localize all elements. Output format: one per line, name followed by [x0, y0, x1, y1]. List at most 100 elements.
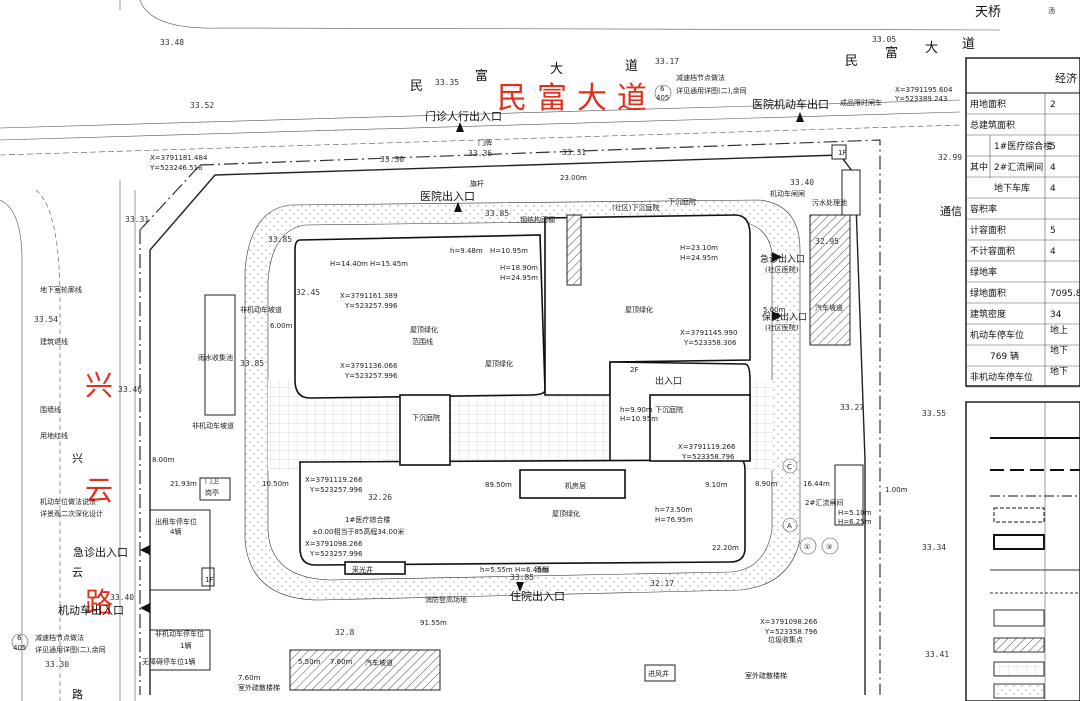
- plan-label: 雨棚: [535, 565, 549, 574]
- plan-label: 污水处理池: [812, 198, 847, 207]
- plan-label: 9.10m: [705, 481, 728, 489]
- north-road: [0, 0, 1001, 156]
- plan-label: 33.34: [922, 543, 946, 552]
- plan-label: H=15.45m: [370, 260, 408, 268]
- plan-label: X=3791136.066: [340, 362, 398, 370]
- table-row-label: 计容面积: [970, 224, 1006, 236]
- plan-label: H=5.10m: [838, 509, 872, 517]
- plan-label: 33.41: [925, 650, 949, 659]
- plan-label: 2F: [630, 366, 638, 374]
- plan-label: Y=523257.996: [309, 550, 363, 558]
- legend-table: [965, 401, 1080, 701]
- plan-label: ①: [804, 543, 810, 551]
- plan-label: 下沉庭院: [655, 405, 683, 414]
- plan-label: 机动车闸闸: [770, 189, 805, 198]
- plan-label: 采光井: [352, 565, 373, 574]
- plan-label: 路: [85, 586, 113, 619]
- plan-label: 33.85: [268, 235, 292, 244]
- plan-label: 5.00m: [763, 306, 786, 314]
- north-road-gray: 民 富 大 道 民 富 大 道 天桥 汤 通信: [410, 5, 1055, 218]
- plan-label: 机动车出入口: [58, 603, 124, 617]
- plan-label: 1辆: [180, 641, 191, 650]
- plan-label: 住院出入口: [510, 589, 565, 603]
- table-row-label: 地下车库: [994, 182, 1030, 194]
- plan-label: 1#医疗综合楼: [345, 515, 390, 524]
- plan-label: 非机动车停车位: [155, 629, 204, 638]
- plan-label: 道: [617, 81, 647, 116]
- plan-label: 屋顶绿化: [410, 325, 438, 334]
- plan-label: H=24.95m: [680, 254, 718, 262]
- plan-label: 32.45: [296, 288, 320, 297]
- plan-label: 非机动车坡道: [240, 305, 282, 314]
- plan-label: 33.85: [485, 209, 509, 218]
- plan-label: 机房层: [565, 481, 586, 490]
- plan-label: 民: [845, 54, 858, 69]
- plan-label: 消防登高场地: [425, 595, 467, 604]
- plan-label: 32.26: [368, 493, 392, 502]
- plan-label: 33.55: [922, 409, 946, 418]
- plan-label: 89.50m: [485, 481, 512, 489]
- entrance-labels: 门诊人行出入口 医院机动车出口 医院出入口 急诊出入口 机动车出入口 急诊出入口…: [58, 97, 829, 617]
- plan-label: 大: [550, 62, 563, 77]
- plan-label: 屋顶绿化: [552, 509, 580, 518]
- plan-label: 33.27: [840, 403, 864, 412]
- plan-label: 详景观二次深化设计: [40, 509, 103, 518]
- table-row-label: 容积率: [970, 203, 997, 215]
- table-row-label: 2#汇流闸间: [994, 161, 1043, 173]
- plan-label: 机动车位做法说法: [40, 497, 96, 506]
- plan-label: 雨水收集池: [198, 353, 233, 362]
- plan-label: 405: [13, 644, 26, 652]
- plan-label: 急诊出入口: [73, 545, 128, 559]
- east-bldg2: [834, 464, 864, 526]
- plan-label: X=3791098.266: [305, 540, 363, 548]
- plan-label: ③: [826, 543, 832, 551]
- table-row-value: 4: [1050, 163, 1056, 173]
- plan-label: 33.31: [562, 148, 586, 157]
- plan-label: 1F: [838, 149, 846, 157]
- plan-label: Y=523257.996: [344, 302, 398, 310]
- plan-label: 33.54: [34, 315, 58, 324]
- plan-label: 成品限时闸车: [840, 98, 882, 107]
- plan-label: 7.60m: [238, 674, 261, 682]
- west-road-gray: 兴 云 路: [72, 452, 83, 701]
- plan-label: h=5.55m: [480, 566, 513, 574]
- plan-label: ±0.00相当于85高程34.00米: [312, 527, 404, 536]
- plan-label: 23.00m: [560, 174, 587, 182]
- table-row-value: 5: [1050, 226, 1056, 236]
- plan-label: 33.17: [655, 57, 679, 66]
- plan-label: 减速档节点做法: [676, 73, 725, 82]
- plan-label: 富: [537, 81, 567, 116]
- main-building: [294, 214, 751, 575]
- entrance-arrows: [140, 112, 804, 613]
- plan-label: h=73.50m: [655, 506, 692, 514]
- plan-label: 10.50m: [262, 480, 289, 488]
- plan-label: (社区医院): [765, 265, 799, 274]
- plan-label: 通信: [940, 205, 962, 218]
- plan-label: 16.44m: [803, 480, 830, 488]
- plan-label: 汤: [1048, 6, 1055, 15]
- plan-label: 急诊出入口: [760, 253, 805, 265]
- plan-label: 建筑退线: [40, 337, 68, 346]
- plan-label: Y=523257.996: [344, 372, 398, 380]
- table-row-label: 769 辆: [990, 350, 1019, 362]
- plan-label: (社区医院): [765, 323, 799, 332]
- plan-label: Y=523389.243: [894, 95, 947, 103]
- plan-label: 21.93m: [170, 480, 197, 488]
- sewage-box: [841, 169, 861, 216]
- plan-label: 汽车坡道: [815, 303, 843, 312]
- plan-label: X=3791119.266: [678, 443, 736, 451]
- table-row-label: 用地面积: [970, 98, 1006, 110]
- plan-label: X=3791181.484: [150, 154, 208, 162]
- plan-label: C: [787, 463, 792, 471]
- plan-label: 岗亭: [205, 488, 219, 497]
- plan-label: H=24.95m: [500, 274, 538, 282]
- plan-label: 22.20m: [712, 544, 739, 552]
- plan-label: 医院出入口: [420, 189, 475, 203]
- plan-label: 门诊人行出入口: [425, 109, 502, 123]
- plan-label: 6.00m: [270, 322, 293, 330]
- plan-label: X=3791195.604: [895, 86, 953, 94]
- guard-box: [831, 144, 847, 160]
- dimension-labels: H=14.40m H=15.45m H=18.90m H=24.95m H=23…: [152, 174, 908, 682]
- plan-label: 8.00m: [152, 456, 175, 464]
